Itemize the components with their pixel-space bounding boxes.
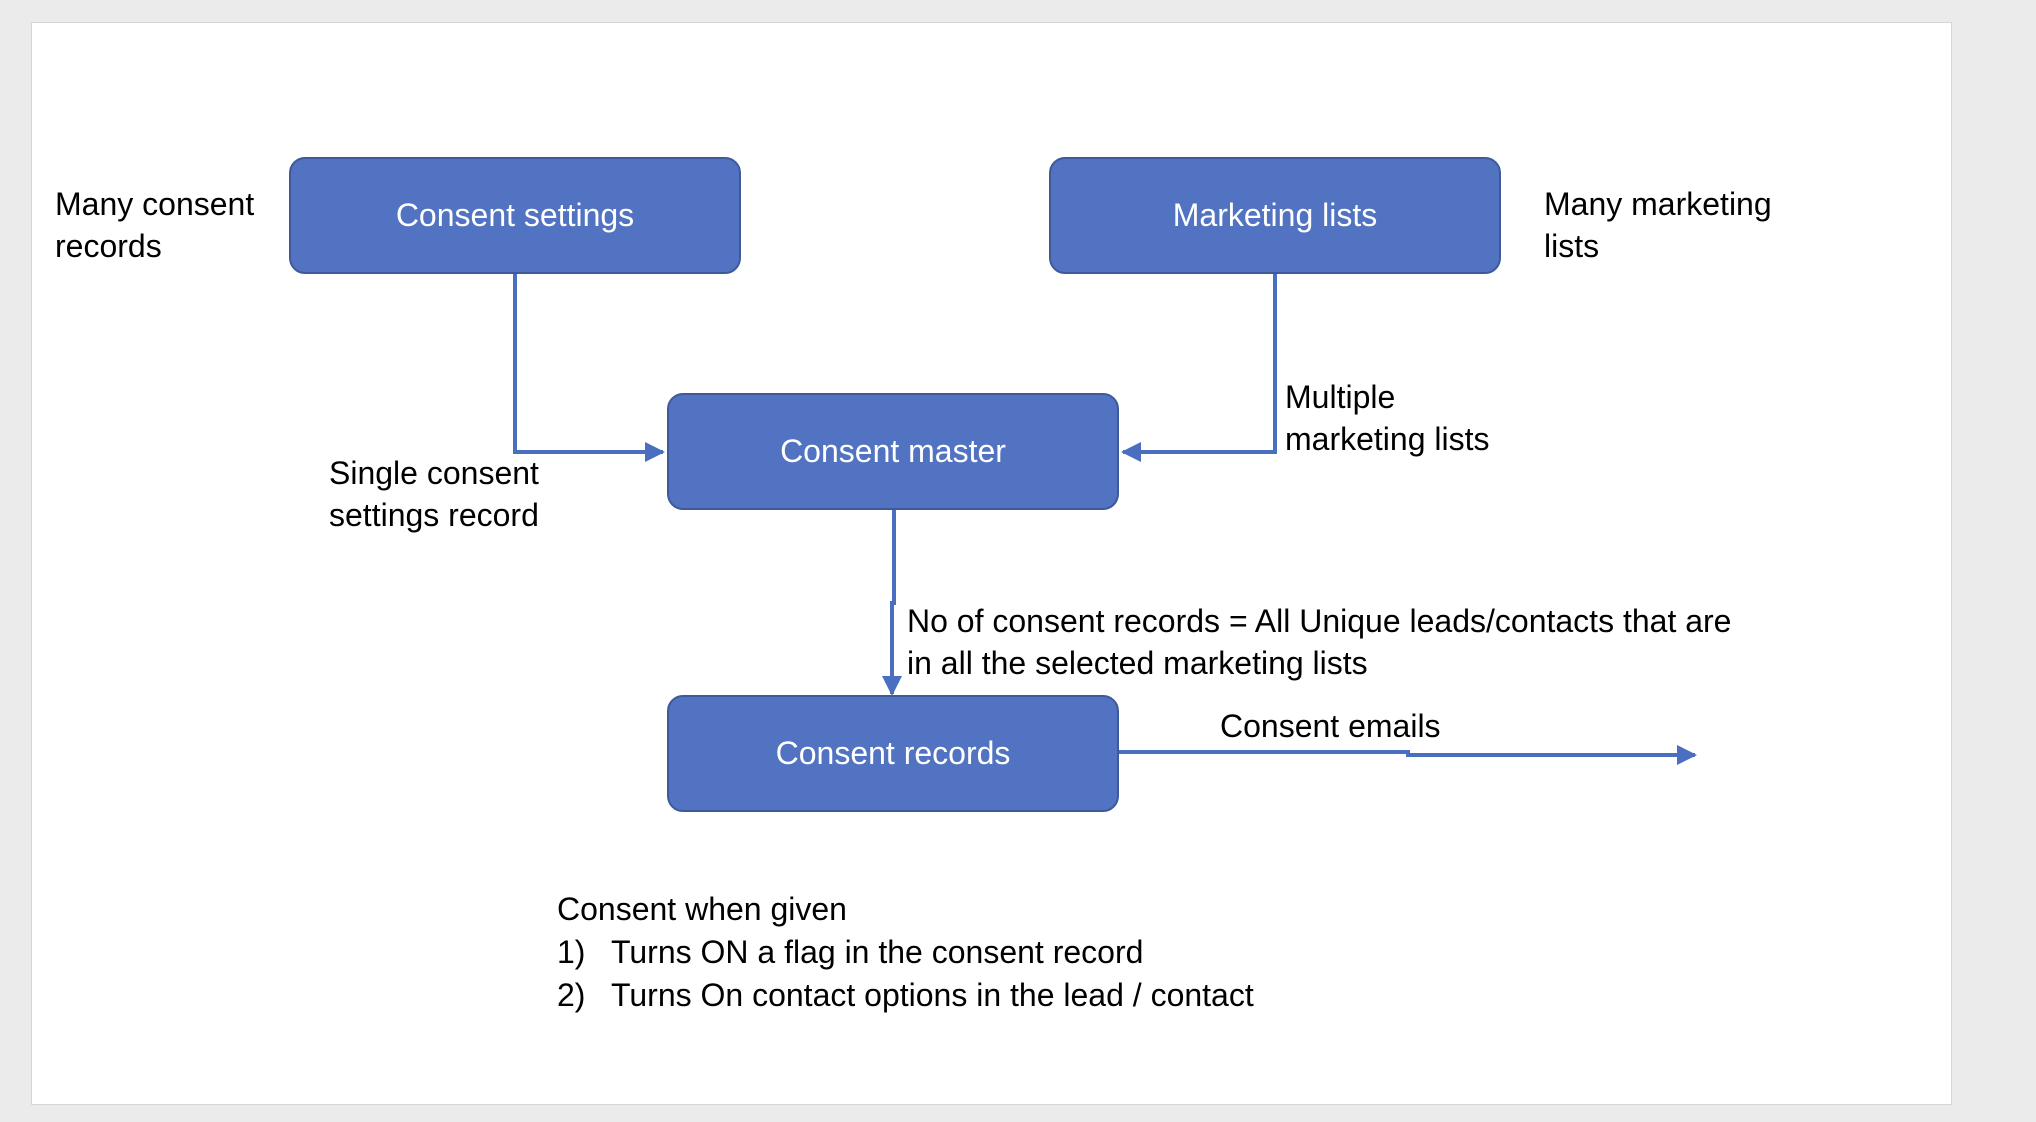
- node-consent-records: Consent records: [667, 695, 1119, 812]
- notes-item: 2) Turns On contact options in the lead …: [557, 974, 1254, 1017]
- node-consent-settings-label: Consent settings: [395, 197, 635, 233]
- arrow-records-to-emails: [1118, 745, 1697, 765]
- arrow-lists-to-master: [1121, 273, 1277, 462]
- arrow-master-to-records: [882, 510, 902, 696]
- label-many-marketing-lists: Many marketing lists: [1544, 186, 1772, 264]
- label-many-consent-records: Many consent records: [55, 186, 255, 264]
- node-consent-master-label: Consent master: [780, 433, 1006, 469]
- label-single-consent-settings-record: Single consent settings record: [329, 455, 539, 533]
- consent-notes: Consent when given 1) Turns ON a flag in…: [557, 888, 1254, 1017]
- node-consent-settings: Consent settings: [289, 157, 741, 274]
- node-consent-master: Consent master: [667, 393, 1119, 510]
- arrow-settings-to-master: [513, 273, 665, 462]
- node-marketing-lists: Marketing lists: [1049, 157, 1501, 274]
- notes-item-text: Turns ON a flag in the consent record: [611, 934, 1144, 970]
- notes-item: 1) Turns ON a flag in the consent record: [557, 931, 1254, 974]
- notes-item-text: Turns On contact options in the lead / c…: [611, 977, 1254, 1013]
- label-consent-records-count: No of consent records = All Unique leads…: [907, 603, 1732, 681]
- notes-heading: Consent when given: [557, 891, 847, 927]
- notes-item-number: 2): [557, 977, 586, 1013]
- notes-item-number: 1): [557, 934, 586, 970]
- label-multiple-marketing-lists: Multiple marketing lists: [1285, 379, 1490, 457]
- node-consent-records-label: Consent records: [775, 735, 1011, 771]
- label-consent-emails: Consent emails: [1220, 708, 1441, 744]
- node-marketing-lists-label: Marketing lists: [1172, 197, 1378, 233]
